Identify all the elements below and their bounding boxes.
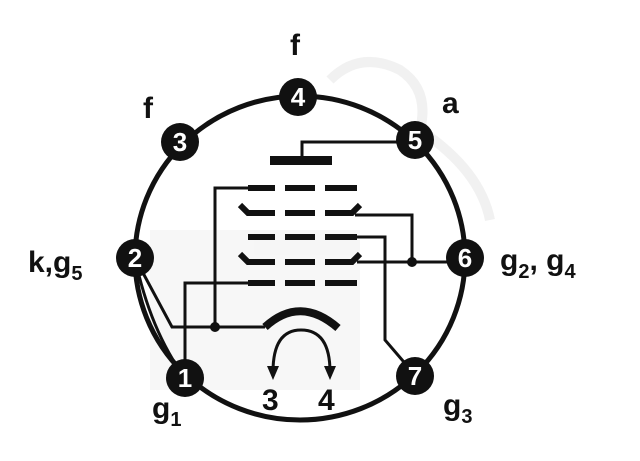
- junction-dot: [407, 257, 417, 267]
- svg-text:4: 4: [291, 82, 306, 112]
- pin-3-label: f: [143, 92, 154, 125]
- pin-7-label: g3: [443, 389, 472, 428]
- pin-1: 1: [166, 359, 204, 397]
- pin-5-label: a: [442, 87, 459, 120]
- svg-text:6: 6: [458, 243, 472, 273]
- heater-label-left: 3: [262, 384, 279, 417]
- svg-text:7: 7: [408, 361, 422, 391]
- heater-filament: [271, 328, 332, 373]
- pin-7: 7: [396, 357, 434, 395]
- pin-2: 2: [116, 239, 154, 277]
- pin-4: 4: [279, 78, 317, 116]
- pin-1-label: g1: [152, 392, 181, 431]
- grid-row-g2: [237, 251, 363, 265]
- arrow-down-icon: [267, 366, 279, 380]
- junction-dot: [210, 322, 220, 332]
- heater-label-right: 4: [318, 384, 335, 417]
- pin-5: 5: [396, 121, 434, 159]
- grid-row-g4: [237, 202, 363, 216]
- svg-text:2: 2: [128, 243, 142, 273]
- anode-lead: [300, 140, 415, 156]
- pin-4-label: f: [290, 29, 301, 62]
- svg-text:1: 1: [178, 363, 192, 393]
- pin-3: 3: [161, 123, 199, 161]
- arrow-down-icon: [324, 366, 336, 380]
- pin-2-label: k,g5: [28, 246, 82, 285]
- cathode: [262, 307, 341, 332]
- pin-6: 6: [446, 239, 484, 277]
- svg-text:3: 3: [173, 127, 187, 157]
- anode-plate: [270, 156, 332, 165]
- pin-6-label: g2, g4: [500, 244, 576, 283]
- svg-text:5: 5: [408, 125, 422, 155]
